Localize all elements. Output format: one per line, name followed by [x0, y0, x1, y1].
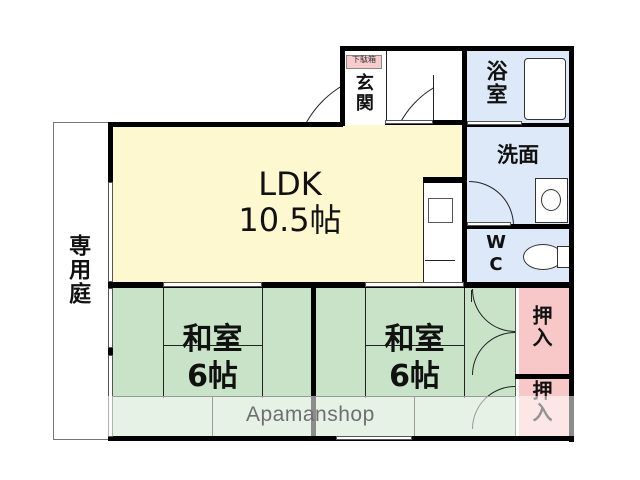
shoe-cabinet-label: 下駄箱: [352, 55, 376, 64]
closet-upper: [519, 288, 570, 374]
wall: [569, 46, 574, 442]
wc-label-c: C: [489, 254, 503, 275]
ldk-name: LDK: [258, 165, 322, 203]
shoe-cabinet: [346, 55, 382, 69]
kitchen-counter: [423, 178, 463, 285]
window[interactable]: [385, 120, 433, 124]
washitsu-right-size: 6帖: [389, 359, 440, 394]
window[interactable]: [108, 182, 113, 282]
tatami-line: [163, 288, 164, 398]
sliding-door[interactable]: [163, 282, 262, 287]
toilet-icon: [523, 244, 563, 270]
closet-frame: [515, 288, 519, 438]
tatami-line: [464, 288, 465, 398]
ldk-size: 10.5帖: [238, 201, 342, 239]
kitchen-divider: [425, 260, 455, 261]
entrance-label: 玄関: [352, 73, 374, 113]
wall: [311, 286, 316, 438]
toilet-tank-icon: [557, 246, 570, 268]
washitsu-left-size: 6帖: [187, 359, 238, 394]
wall: [340, 46, 345, 126]
wall: [108, 122, 113, 182]
door-leaf: [471, 290, 472, 302]
sliding-door[interactable]: [365, 282, 464, 287]
washbasin-bowl-icon: [541, 189, 561, 211]
window[interactable]: [467, 121, 522, 125]
wall: [108, 282, 516, 288]
wall: [467, 224, 571, 229]
wall: [515, 374, 573, 379]
tatami-line: [163, 345, 262, 346]
washroom-label: 洗面: [497, 143, 539, 167]
window[interactable]: [467, 222, 511, 226]
tatami-line: [365, 345, 464, 346]
private-garden: [53, 122, 109, 440]
washitsu-left-name: 和室: [182, 322, 243, 357]
wc-label-w: W: [486, 232, 506, 253]
watermark-band: [108, 396, 574, 436]
wall: [108, 122, 343, 127]
wall: [462, 46, 467, 286]
window[interactable]: [108, 288, 113, 348]
bath-label: 浴室: [484, 60, 509, 106]
hall-door-leaf: [433, 75, 434, 122]
tatami-line: [262, 288, 263, 398]
tatami-line: [365, 288, 366, 398]
kitchen-sink-icon: [428, 198, 453, 223]
watermark: Apamanshop: [246, 403, 375, 426]
garden-label: 専用庭: [65, 234, 91, 306]
closet-upper-label: 押入: [529, 305, 553, 349]
bathtub-icon: [524, 58, 566, 120]
wall: [516, 282, 574, 288]
ldk-room: [110, 125, 465, 285]
window[interactable]: [336, 436, 412, 440]
wall: [467, 123, 571, 127]
washitsu-right-name: 和室: [384, 322, 445, 357]
wall: [108, 345, 113, 355]
kitchen-counter-top: [423, 177, 465, 183]
wall: [340, 46, 574, 51]
